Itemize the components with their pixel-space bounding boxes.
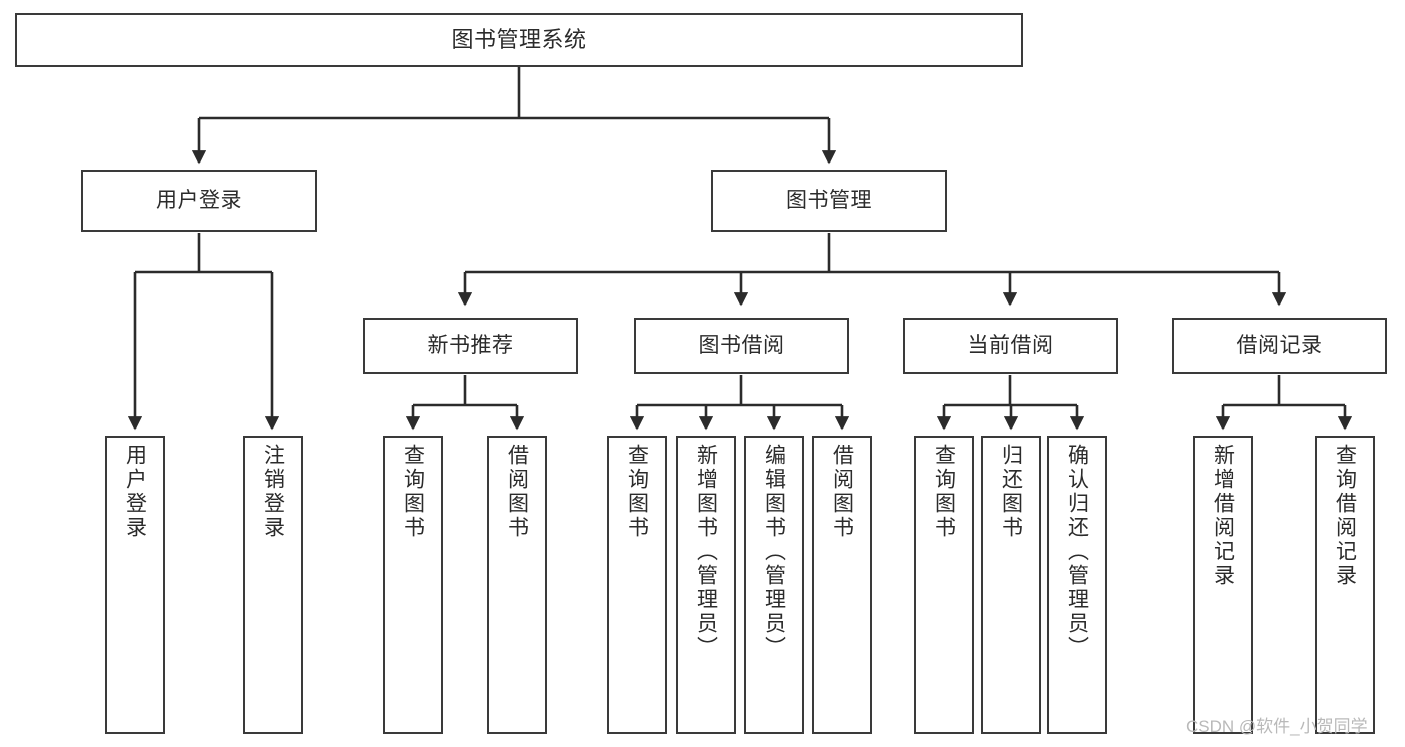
node-borrow-record[interactable]: 借阅记录 [1172,318,1387,374]
node-label: 编辑图书（管理员） [762,444,786,660]
node-label: 查询图书 [932,444,956,540]
node-label: 归还图书 [999,444,1023,540]
leaf-newbook-query-book[interactable]: 查询图书 [383,436,443,734]
node-label: 新书推荐 [427,334,514,358]
node-label: 借阅图书 [505,444,529,540]
node-label: 查询借阅记录 [1333,444,1357,588]
node-label: 新增图书（管理员） [694,444,718,660]
leaf-newbook-borrow-book[interactable]: 借阅图书 [487,436,547,734]
node-label: 确认归还（管理员） [1065,444,1089,660]
node-label: 查询图书 [401,444,425,540]
node-new-book-recommend[interactable]: 新书推荐 [363,318,578,374]
leaf-currentborrow-confirm-return[interactable]: 确认归还（管理员） [1047,436,1107,734]
leaf-currentborrow-return-book[interactable]: 归还图书 [981,436,1041,734]
node-label: 图书管理系统 [451,26,587,52]
leaf-currentborrow-query-book[interactable]: 查询图书 [914,436,974,734]
leaf-logout[interactable]: 注销登录 [243,436,303,734]
csdn-watermark: CSDN @软件_小贺同学 [1186,717,1368,736]
node-user-login[interactable]: 用户登录 [81,170,317,232]
node-label: 用户登录 [123,444,147,540]
leaf-bookborrow-borrow-book[interactable]: 借阅图书 [812,436,872,734]
node-label: 借阅记录 [1236,334,1323,358]
node-label: 注销登录 [261,444,285,540]
node-book-management[interactable]: 图书管理 [711,170,947,232]
node-book-borrow[interactable]: 图书借阅 [634,318,849,374]
leaf-borrowrecord-add-record[interactable]: 新增借阅记录 [1193,436,1253,734]
leaf-user-login[interactable]: 用户登录 [105,436,165,734]
leaf-bookborrow-query-book[interactable]: 查询图书 [607,436,667,734]
node-label: 借阅图书 [830,444,854,540]
leaf-borrowrecord-query-record[interactable]: 查询借阅记录 [1315,436,1375,734]
node-label: 用户登录 [156,189,242,213]
node-label: 图书借阅 [698,334,785,358]
node-label: 当前借阅 [967,334,1054,358]
leaf-bookborrow-add-book[interactable]: 新增图书（管理员） [676,436,736,734]
node-root-system[interactable]: 图书管理系统 [15,13,1023,67]
leaf-bookborrow-edit-book[interactable]: 编辑图书（管理员） [744,436,804,734]
node-label: 查询图书 [625,444,649,540]
node-label: 图书管理 [786,189,872,213]
node-label: 新增借阅记录 [1211,444,1235,588]
node-current-borrow[interactable]: 当前借阅 [903,318,1118,374]
